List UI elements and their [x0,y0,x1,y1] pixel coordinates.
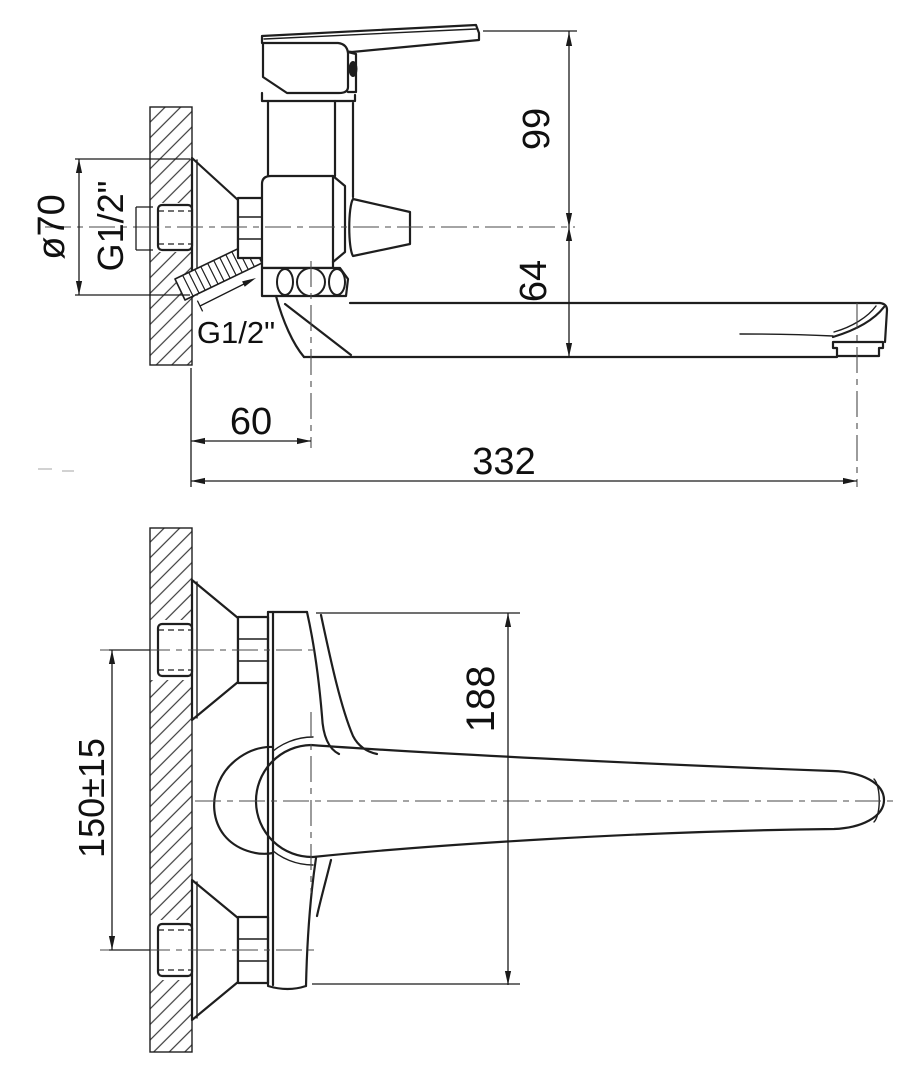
arrowhead [297,437,311,445]
base-ring [260,91,357,103]
valve-block-side-face [331,174,347,264]
arrowhead [242,278,256,287]
body-side [260,91,412,270]
body-bottom-edge [266,984,308,991]
body-left-edges [266,610,275,987]
dim-dia70-lines [75,158,190,296]
spout-tip-inner-curve [833,305,877,333]
indicator-dot [348,61,358,77]
wall-hatch [150,252,192,365]
body-lower-outer [304,856,318,988]
arrowhead [75,281,83,295]
body-column [266,99,355,199]
dim-spout-reach: 332 [472,441,535,483]
ring-hole [276,268,294,296]
spout-tip-curve [831,305,886,339]
dim-handle-height: 99 [516,108,558,150]
thread-line [158,929,192,971]
arrowhead [565,32,573,46]
spout-underside-line [739,333,834,337]
handle-cap [261,41,350,95]
centerlines-side [45,226,858,487]
spout-funnel [274,294,306,359]
handle-side [260,23,481,95]
print-artifact [38,468,74,472]
body-lower-inner [315,858,333,918]
wall-section-side [149,106,193,366]
side-view: ø70 G1/2" G1/2" 99 64 60 [31,23,889,487]
arrowhead [843,477,857,485]
aerator [831,340,885,358]
wall-hatch [150,107,192,203]
arrowhead [565,213,573,227]
dimensions-side: ø70 G1/2" G1/2" 99 64 60 [31,30,857,487]
dim-wall-thread-bracket [135,206,153,251]
swivel-ring [260,266,350,298]
spout-side [274,294,889,359]
body-left-lobe [213,745,274,855]
leader-tick [196,300,204,312]
handle-neck-inner [319,613,379,756]
arrowhead [191,477,205,485]
dim-spout-drop: 64 [513,260,555,302]
dim-eccentric-thread: G1/2" [197,315,275,350]
ring-hole [328,268,346,296]
dim-overall-height: 188 [459,666,503,733]
nut-facets [237,638,269,662]
wall-outline [149,527,193,1053]
arrowhead [108,650,116,664]
nut-facets [237,938,269,962]
wall-hatch [150,980,192,1052]
arrowhead [504,613,512,627]
wall-nipple-top [156,622,194,678]
arrowhead [565,343,573,357]
diverter-knob [348,197,412,258]
valve-block [260,174,335,270]
arrowhead [504,971,512,985]
dim-188-lines [312,612,520,985]
front-view: 150±15 188 [71,527,893,1053]
arrowhead [108,936,116,950]
arrowhead [191,437,205,445]
thread-line [158,629,192,671]
spout-tip-edge [878,301,889,344]
dimensions-front: 150±15 188 [71,612,520,985]
leader-line [199,282,247,307]
spout-funnel-edge [283,302,353,357]
wall-hatch [150,680,192,920]
wall-hatch [150,528,192,620]
dim-inlet-spacing: 150±15 [71,738,112,858]
dim-wall-to-swivel: 60 [230,401,272,443]
lever-edge-line [263,28,477,40]
arrowhead [75,159,83,173]
dim-wall-thread: G1/2" [90,181,131,272]
arrowhead [565,227,573,241]
handle-neck-outer [305,610,341,756]
wall-nipple-bottom [156,922,194,978]
wall-section-front [149,527,193,1053]
dim-150-lines [109,649,150,951]
dim-escutcheon-diameter: ø70 [31,194,73,259]
